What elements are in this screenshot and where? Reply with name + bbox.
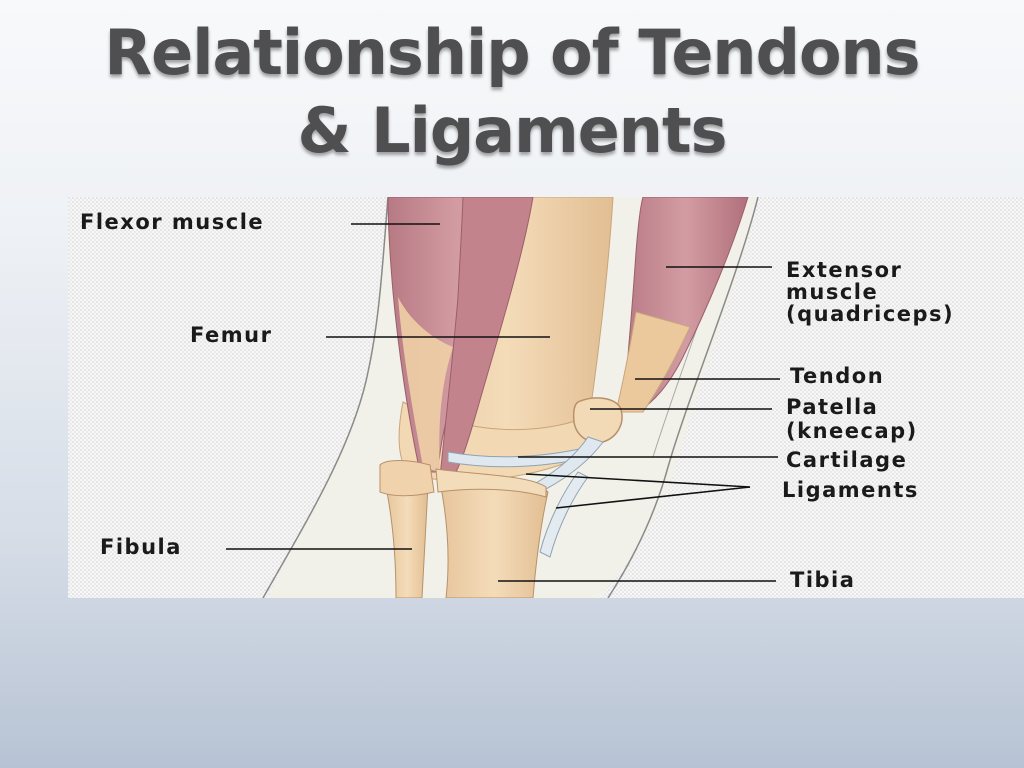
label-tibia: Tibia xyxy=(790,568,856,592)
ligament-side xyxy=(539,471,589,558)
flexor-tendon xyxy=(398,297,453,472)
label-femur: Femur xyxy=(190,323,273,347)
slide-title-line-1: Relationship of Tendons xyxy=(104,16,920,89)
label-tendon: Tendon xyxy=(790,364,885,388)
label-cartilage: Cartilage xyxy=(786,448,908,472)
fibula-head xyxy=(379,460,435,497)
leg-outline-front xyxy=(607,197,759,598)
label-fibula: Fibula xyxy=(100,535,182,559)
label-patella: Patella (kneecap) xyxy=(786,395,918,443)
leader-ligament-2 xyxy=(555,486,751,509)
label-flexor-muscle: Flexor muscle xyxy=(80,210,265,234)
tibia-plateau xyxy=(435,468,547,498)
label-extensor-muscle: Extensor muscle (quadriceps) xyxy=(786,259,954,325)
leader-lines xyxy=(226,223,780,582)
slide-title: Relationship of Tendons & Ligaments xyxy=(0,14,1024,170)
patella xyxy=(572,397,623,444)
knee-anatomy-figure: Flexor muscle Femur Fibula Extensor musc… xyxy=(68,197,1024,598)
label-patella-line-2: (kneecap) xyxy=(786,419,918,443)
knee-illustration xyxy=(68,197,1024,598)
label-extensor-line-2: muscle xyxy=(786,280,879,304)
leg-outline-back xyxy=(262,197,389,598)
label-extensor-line-3: (quadriceps) xyxy=(786,302,955,326)
slide-title-line-2: & Ligaments xyxy=(297,94,728,167)
fibula xyxy=(385,484,429,598)
quadriceps-tendon xyxy=(615,311,691,413)
label-patella-line-1: Patella xyxy=(786,395,879,419)
leader-ligament-1 xyxy=(525,473,751,488)
label-ligaments: Ligaments xyxy=(782,478,919,502)
label-extensor-line-1: Extensor xyxy=(786,258,903,282)
